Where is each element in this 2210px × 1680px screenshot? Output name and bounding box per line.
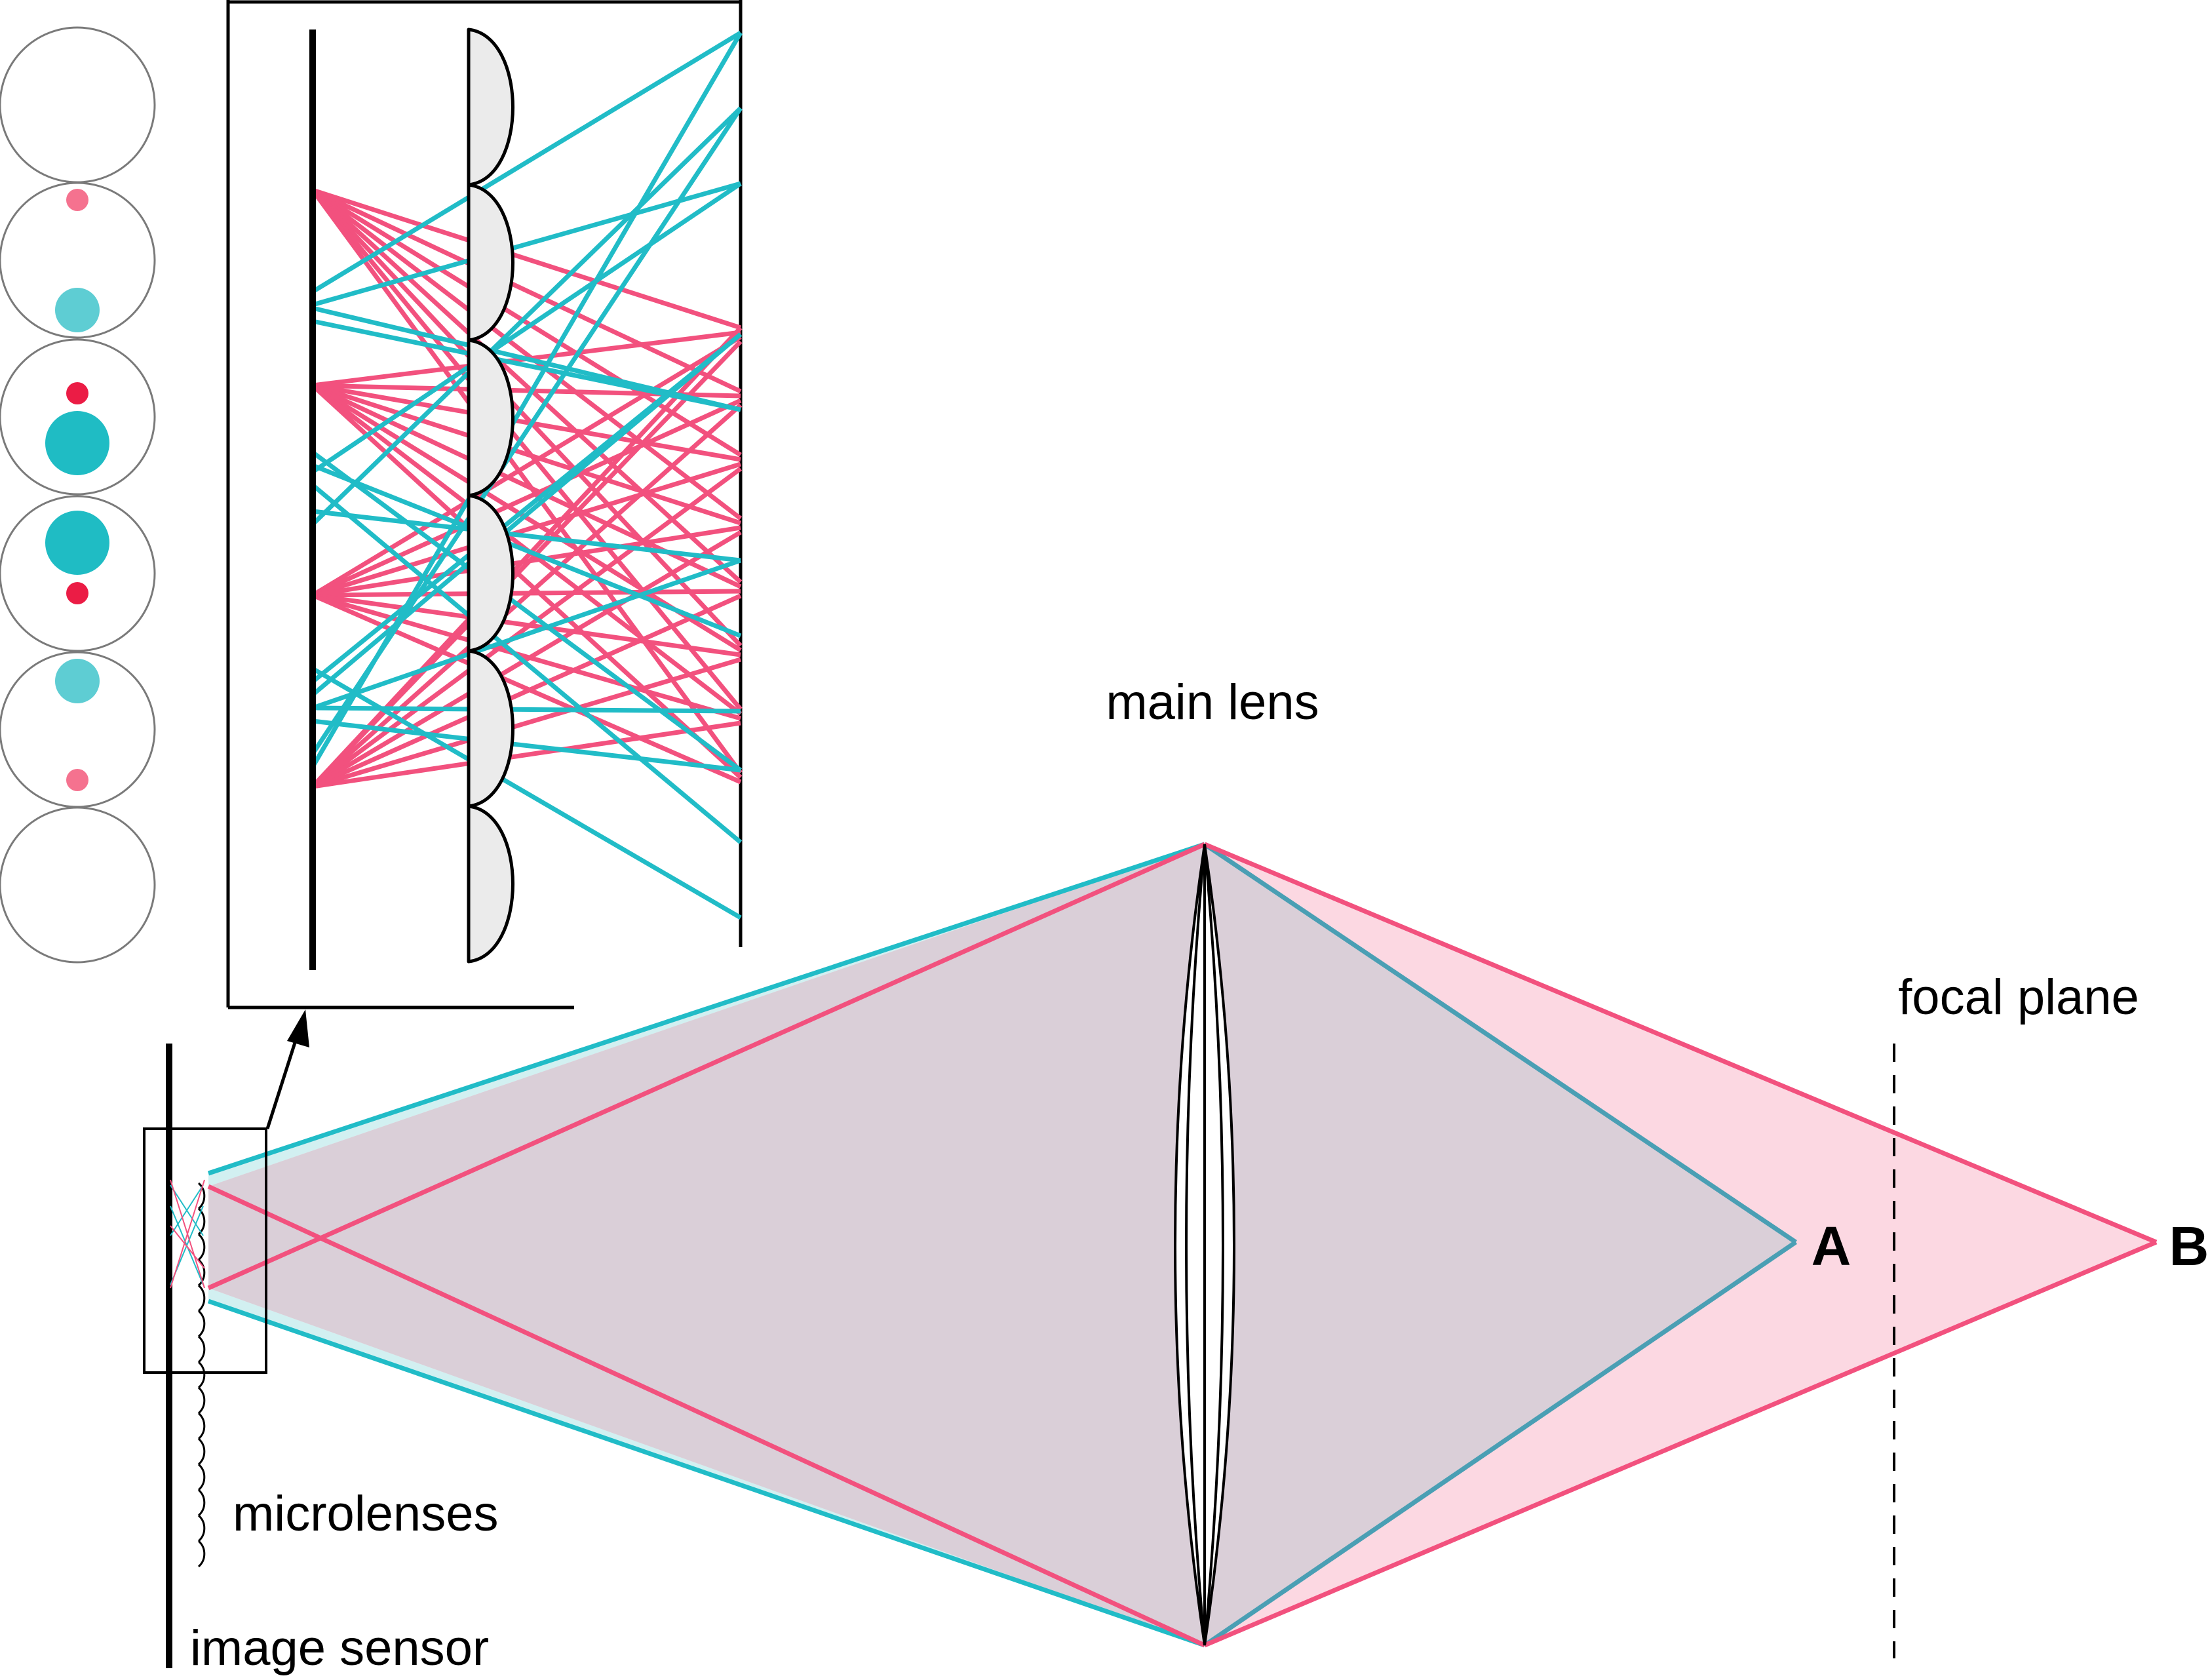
- cyan-ray-top-left: [207, 842, 1206, 1176]
- inset-cyan-ray: [311, 463, 742, 638]
- pink-ray-top-left: [207, 842, 1206, 1291]
- light-spot: [55, 288, 100, 332]
- light-spot: [66, 769, 88, 791]
- microlens-small: [197, 1310, 206, 1338]
- inset-cyan-ray: [311, 558, 742, 711]
- microlens-small: [197, 1437, 206, 1466]
- main-lens-label: main lens: [1106, 674, 1319, 730]
- inset-microlens: [467, 804, 514, 964]
- inset-microlens: [467, 28, 514, 187]
- inset-pink-ray: [312, 720, 741, 789]
- microlens-small: [197, 1463, 206, 1491]
- inset-pink-ray: [311, 187, 742, 330]
- inset-pink-ray: [311, 335, 742, 597]
- microlens-small: [197, 1412, 206, 1440]
- light-spot: [45, 411, 109, 475]
- inset-microlens: [467, 338, 514, 498]
- microlens-image-circle: [0, 26, 156, 184]
- microlens-small: [197, 1284, 206, 1312]
- inset-cyan-ray: [311, 483, 743, 844]
- inset-cyan-ray: [311, 450, 743, 772]
- inset-cyan-ray: [312, 705, 741, 714]
- microlens-array-small: [197, 1182, 206, 1568]
- light-spot: [66, 189, 88, 211]
- inset-pink-ray: [311, 188, 743, 648]
- inset-cyan-ray: [312, 509, 741, 563]
- overlap-region: [208, 844, 1796, 1645]
- inset-pink-ray: [311, 188, 742, 457]
- microlens-small: [197, 1233, 206, 1261]
- inset-zoom: [226, 0, 743, 1009]
- light-spot: [66, 382, 88, 404]
- point-a-label: A: [1812, 1215, 1851, 1277]
- zoom-arrow-line: [265, 1032, 300, 1129]
- microlens-small: [197, 1361, 206, 1389]
- main-ray-diagram: [143, 842, 2158, 1668]
- zoom-arrow-head: [287, 1009, 309, 1047]
- microlens-small: [197, 1182, 206, 1210]
- ray-to-b-bottom: [1203, 1240, 2158, 1648]
- inset-pink-ray: [311, 467, 743, 789]
- inset-pink-ray: [312, 383, 741, 462]
- inset-pink-ray: [311, 187, 742, 394]
- microlens-small: [197, 1386, 206, 1415]
- ray-to-a-top: [1203, 842, 1797, 1244]
- inset-pink-ray: [312, 657, 741, 789]
- focal-plane-label: focal plane: [1898, 969, 2139, 1025]
- inset-pink-ray: [311, 188, 743, 520]
- inset-pink-ray: [311, 383, 742, 526]
- small-sensor-rays: [170, 1179, 205, 1289]
- microlens-small: [197, 1489, 206, 1517]
- microlens-small: [197, 1540, 206, 1568]
- inset-microlenses: [467, 28, 514, 964]
- inset-cyan-ray: [311, 666, 742, 920]
- inset-cyan-ray: [311, 106, 743, 526]
- inset-pink-ray: [311, 461, 742, 598]
- point-b-label: B: [2169, 1215, 2209, 1277]
- inset-pink-ray: [311, 188, 743, 584]
- microlens-small: [197, 1514, 206, 1542]
- microlens-image-circle: [0, 806, 156, 964]
- inset-rays: [310, 31, 743, 920]
- zoom-region-box: [143, 1127, 267, 1374]
- microlenses-label: microlenses: [233, 1486, 498, 1542]
- inset-microlens: [467, 649, 514, 808]
- microlens-image-circle: [0, 182, 156, 339]
- ray-to-b-top: [1203, 842, 2158, 1245]
- inset-microlens: [467, 183, 514, 342]
- inset-microlens: [467, 494, 514, 653]
- light-spot: [45, 511, 109, 575]
- inset-cyan-ray: [311, 332, 743, 697]
- inset-pink-ray: [311, 530, 742, 789]
- cyan-ray-bottom-left: [207, 1299, 1206, 1648]
- inset-pink-ray: [311, 403, 743, 789]
- main-lens: [1174, 844, 1235, 1646]
- light-spot: [66, 582, 88, 604]
- image-sensor-label: image sensor: [190, 1620, 489, 1676]
- inset-cyan-ray: [312, 181, 741, 307]
- inset-cyan-ray: [311, 182, 742, 474]
- light-spot: [55, 659, 100, 703]
- microlens-small: [197, 1259, 206, 1287]
- pink-ray-bottom-left: [207, 1184, 1206, 1648]
- inset-cyan-ray: [310, 31, 743, 768]
- ray-to-a-bottom: [1203, 1240, 1797, 1647]
- inset-cyan-ray: [311, 31, 742, 294]
- inset-pink-ray: [311, 188, 743, 775]
- inset-cyan-ray: [312, 718, 741, 773]
- microlens-small: [197, 1335, 206, 1363]
- inset-pink-ray: [311, 398, 742, 598]
- inset-pink-ray: [311, 188, 743, 711]
- inset-pink-ray: [311, 593, 742, 789]
- microlens-images: [0, 26, 156, 964]
